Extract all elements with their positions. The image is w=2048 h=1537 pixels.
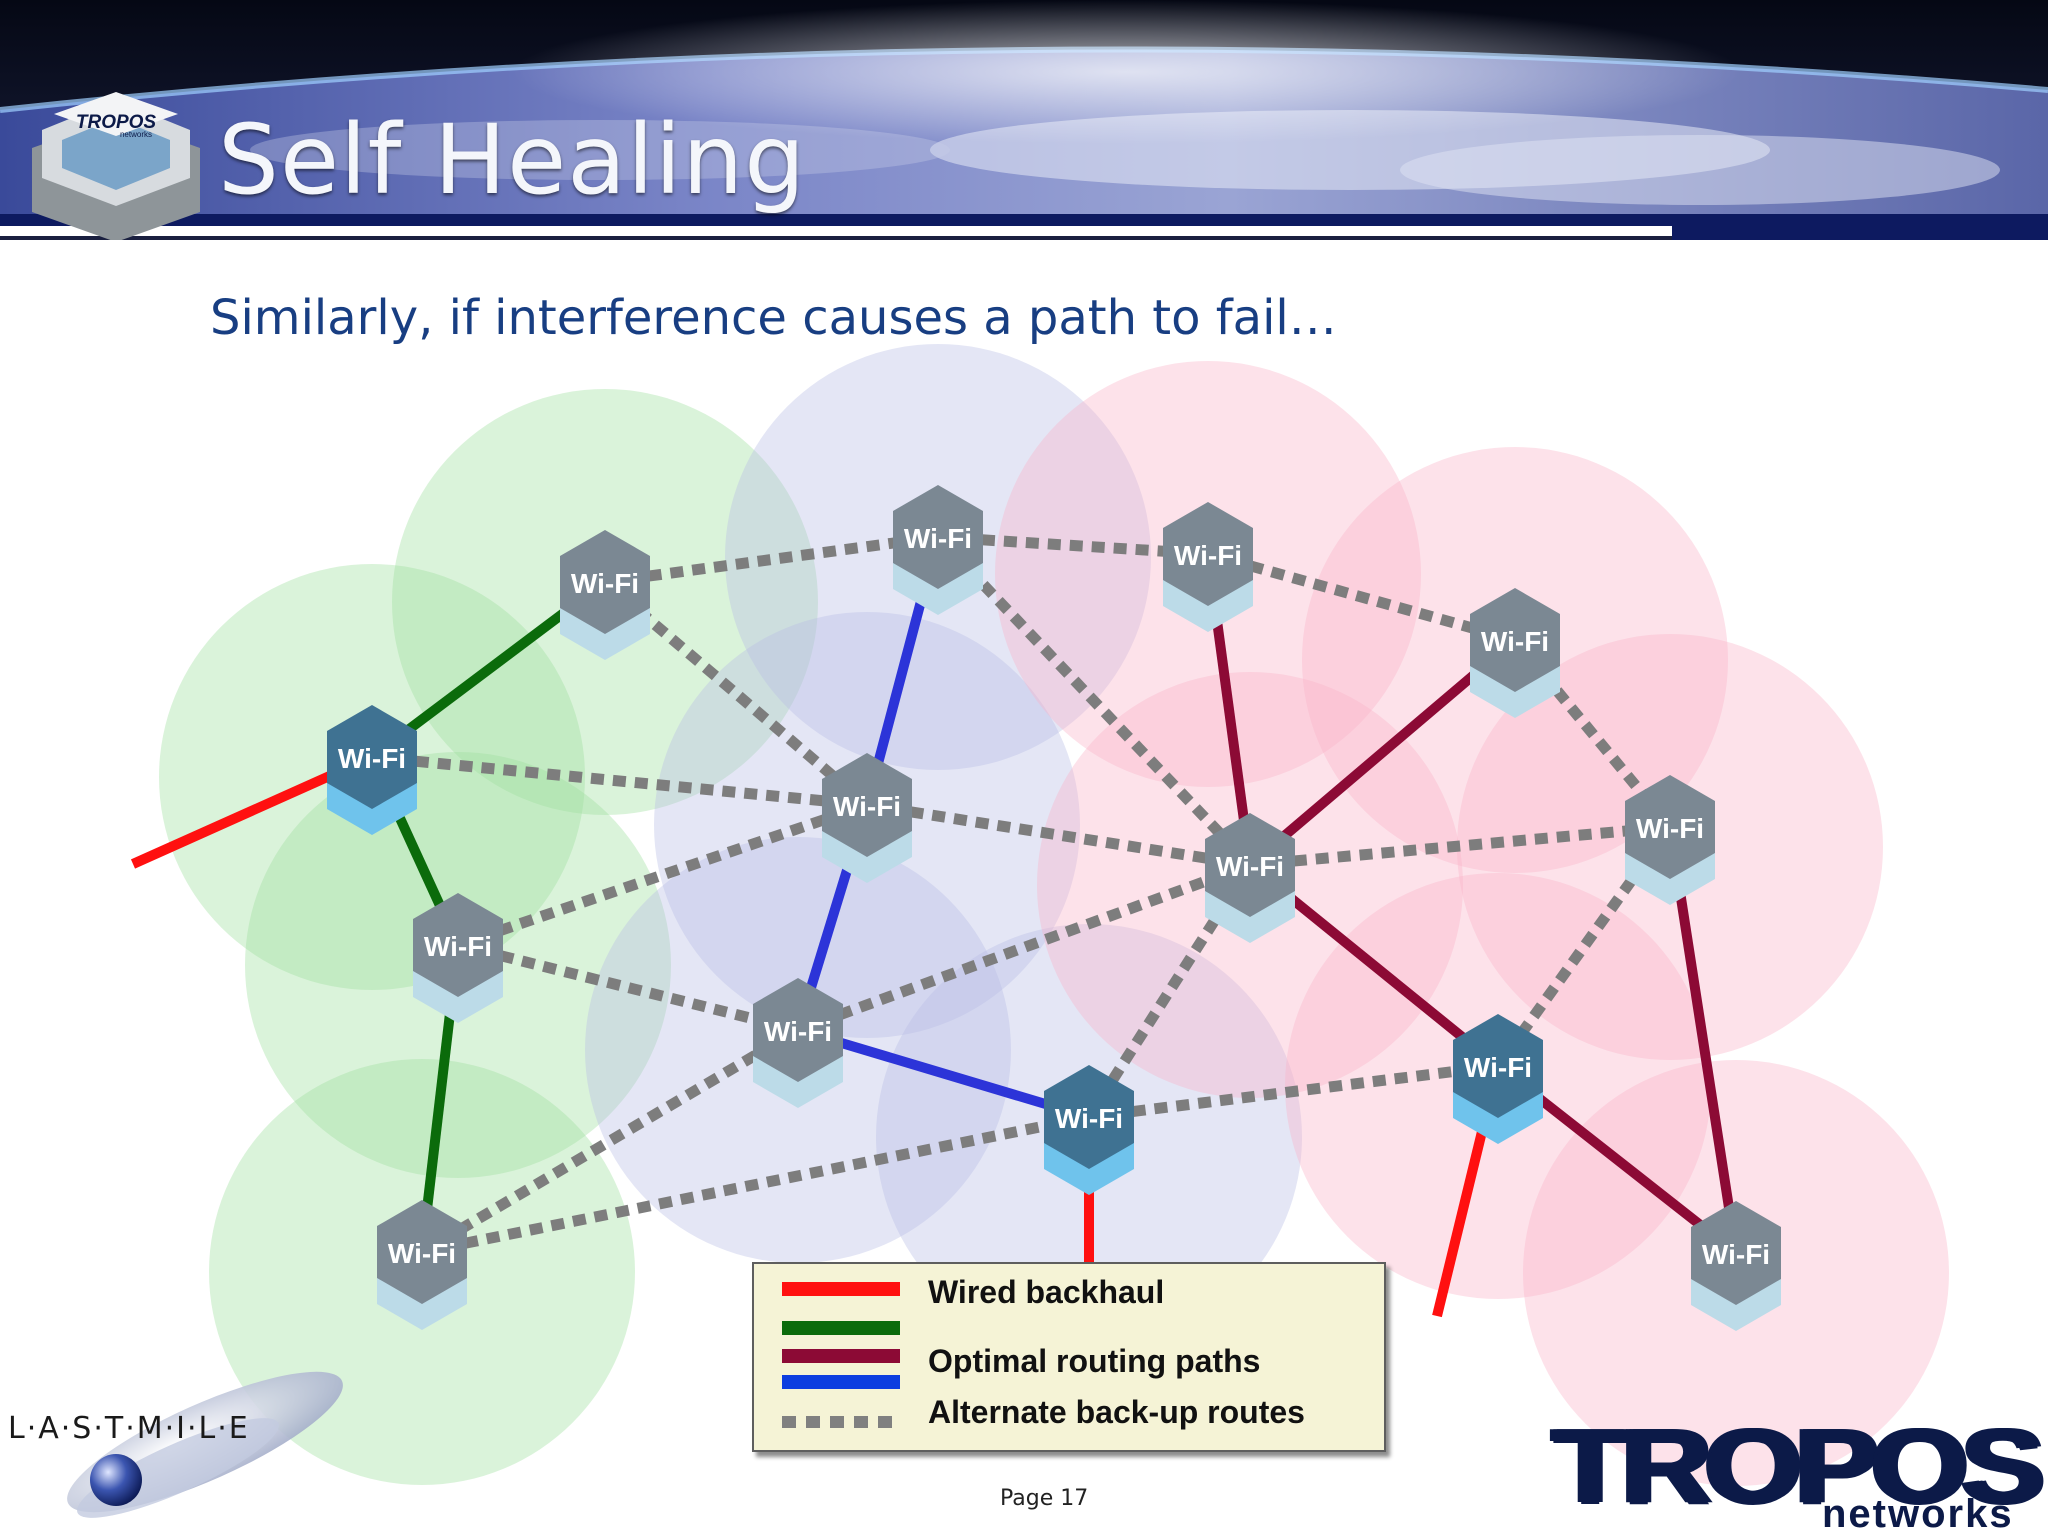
wifi-node-top: [1470, 588, 1560, 692]
wifi-node-n9: Wi-Fi: [1163, 502, 1253, 632]
page-title: Self Healing: [218, 104, 807, 216]
wifi-node-top: [327, 705, 417, 809]
legend-label-optimal: Optimal routing paths: [928, 1343, 1261, 1379]
alternate-route-n9-n10: [1206, 548, 1517, 646]
optimal-path-n7-n8: [796, 1025, 1091, 1122]
wifi-node-top: [753, 978, 843, 1082]
legend-swatch-optimal-blue: [782, 1375, 900, 1389]
alternate-route-n8-n13: [1088, 1060, 1499, 1123]
wifi-node-top: [893, 485, 983, 589]
wifi-node-label: Wi-Fi: [1636, 813, 1704, 844]
wifi-node-label: Wi-Fi: [1464, 1052, 1532, 1083]
legend: Wired backhaul Optimal routing paths Alt…: [752, 1262, 1386, 1452]
wifi-node-label: Wi-Fi: [833, 791, 901, 822]
wifi-node-label: Wi-Fi: [1055, 1103, 1123, 1134]
badge-brand: TROPOS: [76, 112, 157, 133]
wifi-node-n13: Wi-Fi: [1453, 1014, 1543, 1144]
wifi-node-top: [413, 893, 503, 997]
wifi-node-label: Wi-Fi: [1174, 540, 1242, 571]
wifi-node-top: [560, 530, 650, 634]
wifi-node-top: [1625, 775, 1715, 879]
wifi-node-n11: Wi-Fi: [1205, 813, 1295, 943]
wifi-node-label: Wi-Fi: [388, 1238, 456, 1269]
tropos-logo: TROPOS networks: [1552, 1407, 2048, 1536]
lastmile-wordmark: L·A·S·T·M·I·L·E: [8, 1411, 250, 1446]
wifi-node-n6: Wi-Fi: [822, 753, 912, 883]
legend-swatch-optimal-green: [782, 1321, 900, 1335]
alternate-route-n4-n8: [420, 1111, 1091, 1258]
tropos-networks-text: networks: [1822, 1492, 2014, 1536]
alternate-route-n1-n6: [601, 577, 871, 810]
wifi-nodes: Wi-FiWi-FiWi-FiWi-FiWi-FiWi-FiWi-FiWi-Fi…: [327, 485, 1781, 1331]
alternate-route-n3-n7: [456, 939, 800, 1036]
wifi-node-label: Wi-Fi: [1481, 626, 1549, 657]
alternate-route-n5-n11: [934, 533, 1254, 869]
wifi-node-n8: Wi-Fi: [1044, 1065, 1134, 1195]
legend-swatch-optimal-red: [782, 1349, 900, 1363]
alternate-route-n11-n12: [1249, 821, 1671, 871]
wifi-node-label: Wi-Fi: [571, 568, 639, 599]
earth-horizon-image: TROPOS networks: [0, 0, 2048, 240]
alternate-route-n7-n11: [796, 859, 1252, 1036]
page-number: Page 17: [1000, 1486, 1089, 1511]
wifi-node-top: [1691, 1201, 1781, 1305]
wifi-node-n3: Wi-Fi: [413, 893, 503, 1023]
alternate-route-n4-n7: [419, 1025, 801, 1257]
tropos-wordmark: TROPOS: [1552, 1407, 2045, 1525]
wifi-node-label: Wi-Fi: [1216, 851, 1284, 882]
wifi-node-top: [1205, 813, 1295, 917]
tropos-badge-icon: TROPOS networks: [32, 92, 200, 240]
wifi-node-n2: Wi-Fi: [327, 705, 417, 835]
wifi-node-n5: Wi-Fi: [893, 485, 983, 615]
wifi-node-n10: Wi-Fi: [1470, 588, 1560, 718]
wifi-node-n1: Wi-Fi: [560, 530, 650, 660]
alternate-route-n2-n6: [371, 751, 868, 811]
alternate-route-n3-n6: [456, 799, 869, 951]
wifi-node-label: Wi-Fi: [424, 931, 492, 962]
legend-swatch-wired: [782, 1282, 900, 1296]
wifi-node-top: [1163, 502, 1253, 606]
wifi-node-n14: Wi-Fi: [1691, 1201, 1781, 1331]
wifi-node-label: Wi-Fi: [904, 523, 972, 554]
legend-swatch-alternate: [782, 1416, 900, 1428]
alternate-route-n1-n5: [604, 531, 939, 588]
header-banner: TROPOS networks Self Healing: [0, 0, 2048, 240]
wifi-node-top: [1044, 1065, 1134, 1169]
wifi-node-n4: Wi-Fi: [377, 1200, 467, 1330]
legend-label-alternate: Alternate back-up routes: [928, 1394, 1305, 1430]
wifi-node-top: [822, 753, 912, 857]
wifi-node-top: [377, 1200, 467, 1304]
wifi-node-n7: Wi-Fi: [753, 978, 843, 1108]
badge-sub: networks: [120, 130, 152, 139]
wifi-node-label: Wi-Fi: [338, 743, 406, 774]
lastmile-logo: L·A·S·T·M·I·L·E: [8, 1371, 343, 1518]
wifi-node-label: Wi-Fi: [1702, 1239, 1770, 1270]
legend-label-wired: Wired backhaul: [928, 1274, 1165, 1310]
wifi-node-label: Wi-Fi: [764, 1016, 832, 1047]
slide-subtitle: Similarly, if interference causes a path…: [210, 290, 1337, 346]
wifi-node-n12: Wi-Fi: [1625, 775, 1715, 905]
wifi-node-top: [1453, 1014, 1543, 1118]
